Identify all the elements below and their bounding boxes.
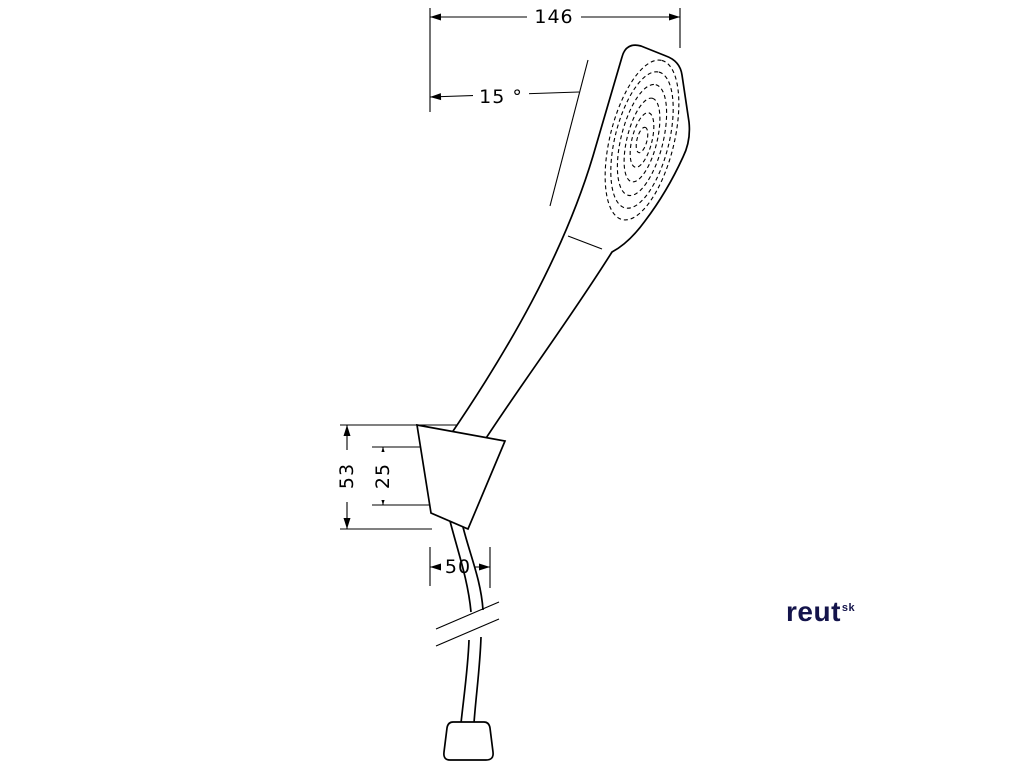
hose-lower-right-edge (473, 636, 482, 724)
label-background (527, 6, 581, 28)
hose-connector (443, 721, 494, 761)
dimension-width: 146 (429, 6, 681, 112)
dimension-label-25: 25 (372, 463, 394, 489)
dimension-label-53: 53 (336, 463, 358, 489)
nozzle-ring-inner (635, 126, 649, 154)
dimension-label-50: 50 (445, 556, 471, 578)
break-mark-2 (435, 618, 500, 647)
watermark-superscript: sk (841, 601, 856, 614)
handle-joint-line (567, 235, 603, 250)
hose-lower-left-edge (460, 639, 470, 724)
shower-hose (435, 520, 500, 761)
hose-upper-right-edge (462, 526, 484, 611)
label-background (372, 452, 394, 500)
hand-shower (447, 44, 691, 451)
watermark-logo: reutsk (786, 596, 855, 628)
hose-upper-left-edge (449, 520, 472, 613)
dimension-bottom-offset: 50 (429, 547, 491, 588)
label-background (336, 450, 358, 502)
nozzle-ring (623, 97, 661, 183)
shower-head-body (447, 44, 691, 451)
dimension-label-angle: 15 ° (479, 86, 523, 108)
dimension-holder-height: 53 (336, 424, 460, 530)
angle-reference-line (549, 59, 589, 207)
shower-holder (415, 423, 507, 531)
dimension-label-146: 146 (534, 6, 573, 28)
break-mark-1 (435, 601, 500, 630)
dimension-angle: 15 ° (429, 85, 580, 109)
label-background (473, 85, 529, 109)
nozzle-ring (616, 83, 668, 197)
watermark-text: reut (786, 596, 841, 627)
label-background (441, 555, 475, 579)
